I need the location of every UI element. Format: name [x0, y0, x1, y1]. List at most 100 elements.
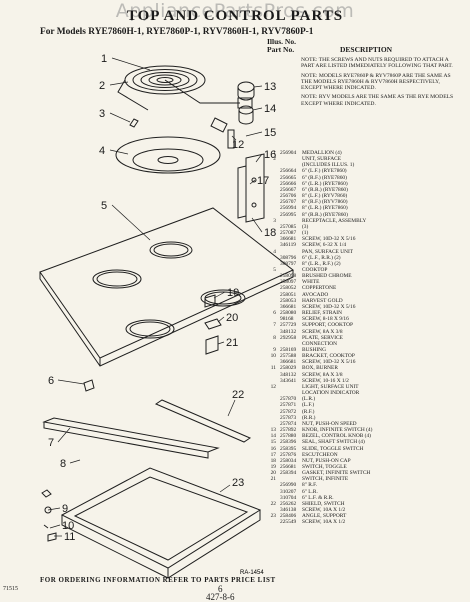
parts-row: 20258394Gasket, Infinite Switch: [265, 470, 465, 476]
parts-row: Connection: [265, 341, 465, 347]
description-cell: Receptacle, Assembly: [302, 217, 367, 224]
description-cell: Nut, Push-On Cap: [302, 457, 351, 464]
description-cell: Box, Burner: [302, 365, 338, 372]
description-cell: Screw, 10D-32 x 5/16: [302, 303, 356, 310]
parts-row: 11258029Box, Burner: [265, 365, 465, 371]
description-cell: Screw, 10D-32 x 5/16: [302, 236, 356, 243]
description-cell: 6" L.R.: [302, 488, 318, 495]
description-cell: Seal, Shaft Switch (4): [302, 439, 365, 446]
illus-no-cell: 8: [273, 334, 276, 341]
description-cell: Knob, Infinite Switch (4): [302, 427, 373, 434]
description-cell: Brushed Chrome: [302, 273, 352, 280]
callout-12: 12: [232, 139, 244, 151]
description-cell: White: [302, 279, 320, 286]
part-no-cell: 256664: [280, 168, 297, 175]
description-cell: Switch, Toggle: [302, 463, 347, 470]
part-no-cell: 256995: [280, 211, 297, 218]
description-cell: Screw, 8-18 x 9/16: [302, 316, 349, 323]
page-title: TOP AND CONTROL PARTS: [126, 8, 344, 24]
page-code: 427-8-6: [206, 592, 235, 602]
parts-row: 9258169Bushing: [265, 347, 465, 353]
callout-5: 5: [101, 200, 107, 212]
callout-2: 2: [99, 80, 105, 92]
part-no-header: Part No.: [267, 45, 295, 54]
callout-19: 19: [227, 287, 239, 299]
illus-no-cell: 14: [270, 433, 276, 440]
callout-21: 21: [226, 337, 238, 349]
part-no-cell: 258051: [280, 291, 297, 298]
description-cell: 6" L.F. & R.R.: [302, 494, 334, 501]
part-no-cell: 366681: [280, 236, 297, 243]
description-cell: (3): [302, 223, 309, 230]
note-2: Note: Models RYE7860P & RYV7860P are the…: [301, 72, 451, 92]
description-header: DESCRIPTION: [340, 45, 393, 54]
description-cell: Slide, Toggle Switch: [302, 445, 364, 452]
description-cell: 6" (L.F.) (RYE7860): [302, 168, 347, 175]
parts-row: 257874Nut, Push-On Speed: [265, 421, 465, 427]
part-no-cell: 256262: [280, 500, 297, 507]
parts-row: 257872(R.F.): [265, 409, 465, 415]
parts-row: 256665 6" (R.F.) (RYE7860): [265, 175, 465, 181]
parts-row: 310704 6" L.F. & R.R.: [265, 495, 465, 501]
parts-list: 1256904Medallion (4)2Unit, Surface(Inclu…: [265, 150, 465, 526]
parts-row: 348132Screw, 8A x 3/8: [265, 329, 465, 335]
part-no-cell: 258029: [280, 365, 297, 372]
part-no-cell: 258406: [280, 513, 297, 520]
description-cell: 8" (L.R., R.F.) (2): [302, 260, 341, 267]
watermark: AppliancePartsPros.com: [115, 0, 355, 22]
parts-row: 16258395Slide, Toggle Switch: [265, 446, 465, 452]
callout-3: 3: [99, 108, 105, 120]
part-no-cell: 346119: [280, 242, 296, 249]
part-no-cell: 257588: [280, 353, 297, 360]
description-cell: Pan, Surface Unit: [302, 248, 354, 255]
callout-23: 23: [232, 477, 244, 489]
exploded-diagram: 1 2 3 4 5 6 7 8 9 10 11 12 13 14 15 16 1…: [39, 53, 294, 579]
part-no-cell: 257874: [280, 420, 297, 427]
burner-box-drawing: [60, 467, 262, 579]
part-no-cell: 258098: [280, 273, 297, 280]
page-number: 6 427-8-6: [206, 585, 235, 602]
description-cell: 8" (L.F.) (RYV7860): [302, 193, 348, 200]
description-cell: 8" (R.F.) (RYV7860): [302, 199, 348, 206]
illus-no-cell: 3: [273, 217, 276, 224]
illus-part-header: Illus. No. Part No.: [267, 38, 307, 54]
parts-row: 22256262Shield, Switch: [265, 501, 465, 507]
callout-20: 20: [226, 312, 238, 324]
ordering-footer: FOR ORDERING INFORMATION REFER TO PARTS …: [40, 576, 276, 584]
part-no-cell: 292958: [280, 334, 297, 341]
part-no-cell: 258394: [280, 470, 297, 477]
callout-22: 22: [232, 389, 244, 401]
description-cell: 6" (R.F.) (RYE7860): [302, 174, 347, 181]
description-cell: Cooktop: [302, 266, 328, 273]
description-cell: Support, Cooktop: [302, 322, 353, 329]
description-cell: Angle, Support: [302, 513, 347, 520]
illus-no-cell: 16: [270, 445, 276, 452]
description-cell: Screw, 10A x 1/2: [302, 519, 346, 526]
part-no-cell: 366681: [280, 359, 297, 366]
parts-row: 19256681Switch, Toggle: [265, 464, 465, 470]
illus-no-cell: 19: [270, 463, 276, 470]
parts-row: 7257729Support, Cooktop: [265, 322, 465, 328]
parts-row: 5Cooktop: [265, 267, 465, 273]
parts-row: 343641Screw, 10-16 x 1/2: [265, 378, 465, 384]
parts-row: 258052Coppertone: [265, 285, 465, 291]
description-cell: Connection: [302, 340, 338, 347]
description-cell: Screw, 8A x 3/8: [302, 371, 343, 378]
part-no-cell: 258396: [280, 439, 297, 446]
cooktop-drawing: [39, 207, 294, 367]
callout-4: 4: [99, 145, 105, 157]
illus-no-cell: 20: [270, 470, 276, 477]
parts-row: 6258080Relief, Strain: [265, 310, 465, 316]
part-no-cell: 256665: [280, 174, 297, 181]
parts-row: 258051Avocado: [265, 292, 465, 298]
parts-row: 366681Screw, 10D-32 x 5/16: [265, 359, 465, 365]
part-no-cell: 310704: [280, 494, 297, 501]
illus-no-cell: 6: [273, 310, 276, 317]
description-cell: Harvest Gold: [302, 297, 343, 304]
part-no-cell: 257870: [280, 396, 297, 403]
description-cell: (R.F.): [302, 408, 315, 415]
support-angle-drawing: [42, 399, 252, 459]
description-cell: Light, Surface Unit: [302, 383, 359, 390]
